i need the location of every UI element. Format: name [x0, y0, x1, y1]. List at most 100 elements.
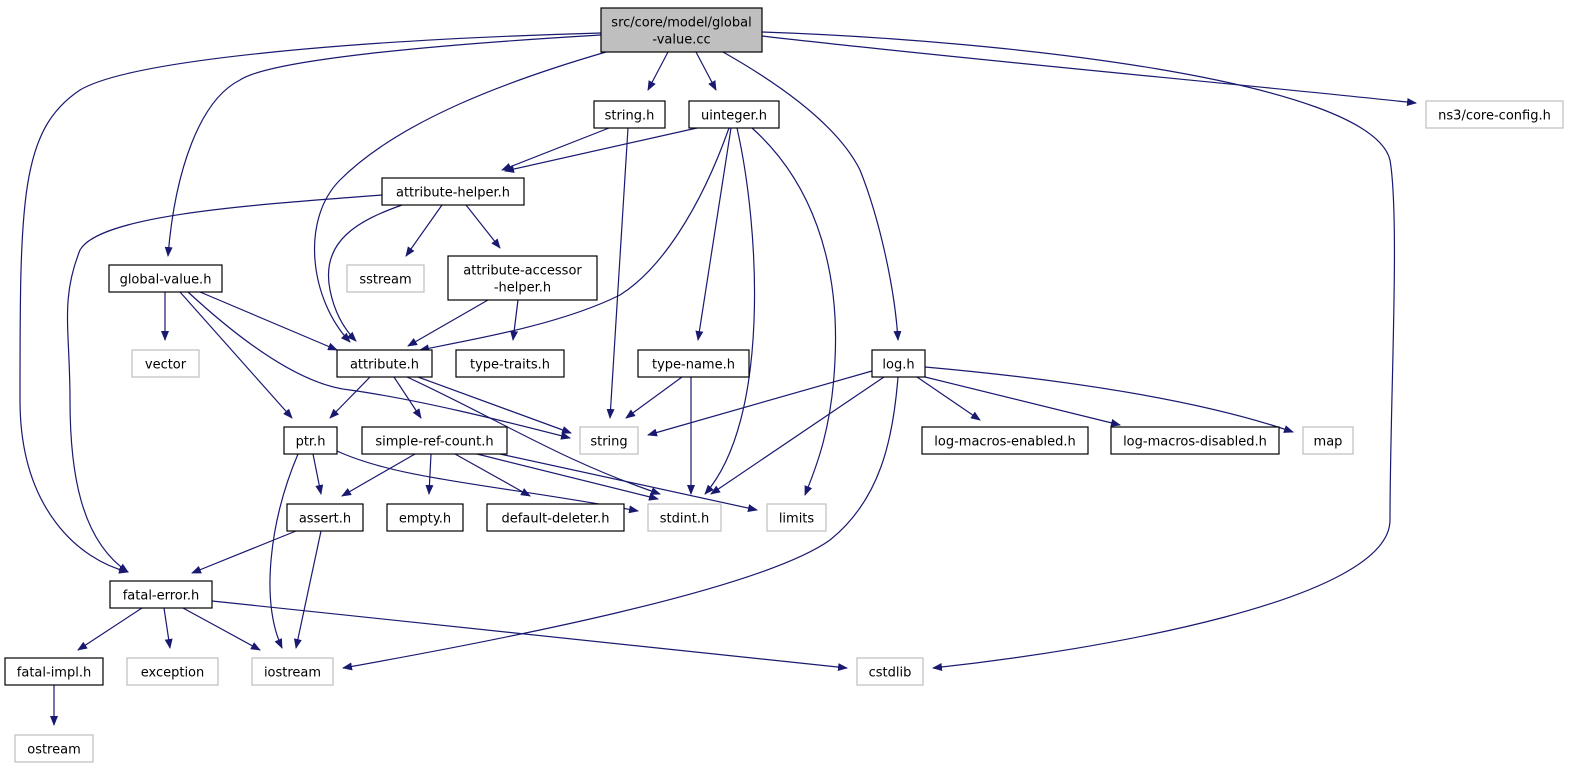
node-label: assert.h	[299, 512, 351, 527]
edge-type-name-h-to-string	[625, 376, 683, 419]
node-label: simple-ref-count.h	[375, 435, 493, 450]
edge-global-value-cc-to-ns3-core-config-h	[761, 35, 1417, 107]
node-assert-h[interactable]: assert.h	[286, 503, 364, 532]
edge-global-value-cc-to-cstdlib	[761, 31, 1396, 672]
node-sstream: sstream	[346, 264, 425, 293]
edge-attribute-h-to-simple-ref-count-h	[393, 376, 422, 419]
node-attribute-accessor-helper-h[interactable]: attribute-accessor -helper.h	[447, 255, 598, 301]
node-box	[286, 503, 364, 532]
node-label: attribute-helper.h	[396, 186, 510, 201]
node-label: string	[590, 435, 627, 450]
node-label: iostream	[264, 666, 321, 681]
node-label: fatal-impl.h	[17, 666, 91, 681]
edge-global-value-cc-to-log-h	[722, 51, 902, 341]
edge-attribute-helper-h-to-attribute-h	[327, 204, 403, 342]
node-log-h[interactable]: log.h	[871, 349, 926, 378]
node-label: fatal-error.h	[123, 589, 200, 604]
node-uinteger-h[interactable]: uinteger.h	[688, 100, 780, 129]
node-default-deleter-h[interactable]: default-deleter.h	[486, 503, 625, 532]
node-global-value-h[interactable]: global-value.h	[108, 264, 223, 293]
node-attribute-h[interactable]: attribute.h	[336, 349, 433, 378]
node-label: string.h	[605, 109, 655, 124]
edge-string-h-to-string	[606, 127, 629, 419]
edge-fatal-error-h-to-exception	[163, 607, 173, 649]
edge-simple-ref-count-h-to-limits	[499, 453, 758, 512]
edge-simple-ref-count-h-to-assert-h	[341, 453, 416, 497]
node-label: log-macros-enabled.h	[934, 435, 1075, 450]
node-label: attribute.h	[350, 358, 419, 373]
edges-layer	[19, 31, 1417, 726]
node-box	[1110, 426, 1280, 455]
node-ostream: ostream	[14, 734, 94, 763]
node-type-name-h[interactable]: type-name.h	[637, 349, 750, 378]
node-fatal-error-h[interactable]: fatal-error.h	[109, 580, 213, 609]
edge-uinteger-h-to-attribute-h	[419, 127, 730, 353]
edge-attribute-h-to-string	[417, 376, 572, 434]
edge-attribute-helper-h-to-sstream	[405, 204, 443, 257]
node-iostream: iostream	[251, 657, 334, 686]
edge-global-value-cc-to-string-h	[647, 51, 669, 91]
edge-string-h-to-attribute-helper-h	[501, 127, 610, 171]
edge-global-value-cc-to-attribute-h	[313, 51, 607, 343]
edge-global-value-h-to-attribute-h	[199, 291, 338, 351]
edge-uinteger-h-to-limits	[751, 127, 837, 496]
node-label: type-traits.h	[470, 358, 550, 373]
node-box	[251, 657, 334, 686]
edge-log-h-to-log-macros-enabled-h	[916, 376, 981, 421]
node-label: -value.cc	[652, 33, 710, 48]
node-box	[447, 255, 598, 301]
edge-simple-ref-count-h-to-default-deleter-h	[454, 453, 531, 497]
node-label: exception	[141, 666, 205, 681]
edge-fatal-error-h-to-fatal-impl-h	[77, 607, 143, 651]
edge-ptr-h-to-stdint-h	[336, 450, 639, 514]
node-exception: exception	[126, 657, 219, 686]
edge-global-value-cc-to-uinteger-h	[695, 51, 717, 91]
edge-attribute-accessor-helper-h-to-attribute-h	[407, 299, 489, 347]
node-label: sstream	[359, 273, 411, 288]
node-box	[4, 657, 104, 686]
node-label: default-deleter.h	[502, 512, 610, 527]
edge-log-h-to-stdint-h	[710, 376, 885, 495]
node-log-macros-enabled-h[interactable]: log-macros-enabled.h	[921, 426, 1089, 455]
node-stdint-h: stdint.h	[647, 503, 722, 532]
node-label: stdint.h	[660, 512, 709, 527]
edge-simple-ref-count-h-to-empty-h	[425, 453, 434, 495]
node-simple-ref-count-h[interactable]: simple-ref-count.h	[361, 426, 508, 455]
node-box	[486, 503, 625, 532]
node-label: vector	[145, 358, 187, 373]
node-label: ostream	[27, 743, 81, 758]
node-global-value-cc[interactable]: src/core/model/global -value.cc	[600, 7, 763, 53]
edge-attribute-helper-h-to-attribute-accessor-helper-h	[465, 204, 501, 249]
nodes-layer: src/core/model/global -value.cc string.h ui…	[4, 7, 1564, 763]
node-label: attribute-accessor	[463, 264, 582, 279]
edge-global-value-h-to-string	[187, 291, 571, 440]
node-label: src/core/model/global	[611, 16, 751, 31]
node-log-macros-disabled-h[interactable]: log-macros-disabled.h	[1110, 426, 1280, 455]
node-label: log-macros-disabled.h	[1123, 435, 1267, 450]
edge-global-value-cc-to-fatal-error-h	[19, 32, 602, 574]
node-box	[386, 503, 464, 532]
edge-assert-h-to-fatal-error-h	[191, 530, 297, 574]
edge-uinteger-h-to-type-name-h	[695, 127, 732, 341]
node-string-h[interactable]: string.h	[593, 100, 666, 129]
edge-fatal-error-h-to-cstdlib	[211, 600, 848, 672]
node-ptr-h[interactable]: ptr.h	[283, 426, 338, 455]
node-type-traits-h[interactable]: type-traits.h	[455, 349, 565, 378]
node-box	[108, 264, 223, 293]
node-label: empty.h	[399, 512, 451, 527]
node-fatal-impl-h[interactable]: fatal-impl.h	[4, 657, 104, 686]
node-box	[637, 349, 750, 378]
edge-attribute-helper-h-to-fatal-error-h	[66, 194, 383, 573]
node-box	[921, 426, 1089, 455]
node-box	[766, 503, 827, 532]
node-attribute-helper-h[interactable]: attribute-helper.h	[381, 177, 525, 206]
node-limits: limits	[766, 503, 827, 532]
node-box	[346, 264, 425, 293]
node-box	[1302, 426, 1354, 455]
node-label: -helper.h	[494, 281, 551, 296]
node-empty-h[interactable]: empty.h	[386, 503, 464, 532]
node-box	[871, 349, 926, 378]
node-label: log.h	[882, 358, 914, 373]
edge-uinteger-h-to-attribute-helper-h	[504, 127, 698, 173]
